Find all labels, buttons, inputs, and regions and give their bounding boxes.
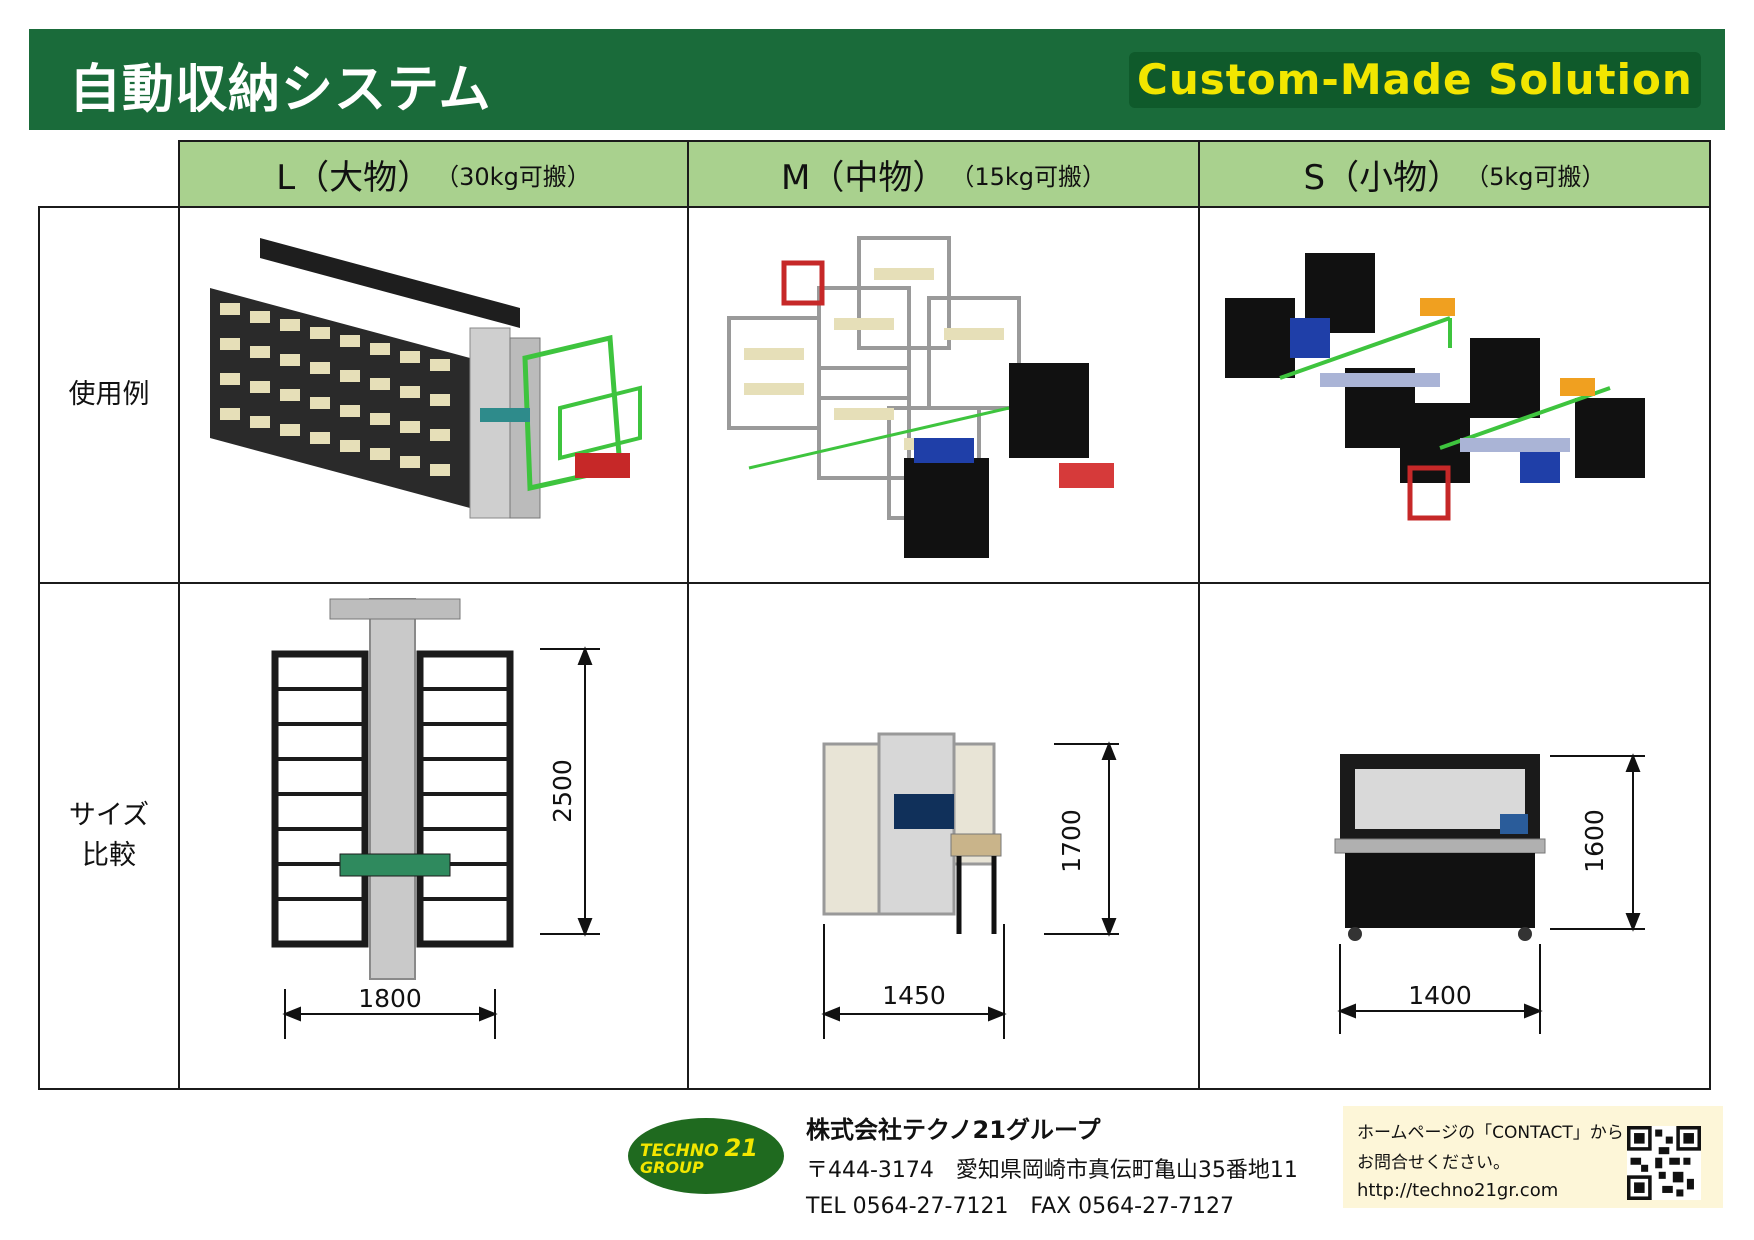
column-capacity: （30kg可搬） <box>435 162 591 191</box>
qr-code-icon[interactable] <box>1627 1126 1701 1200</box>
contact-box: ホームページの「CONTACT」から お問合せください。 http://tech… <box>1343 1106 1723 1208</box>
row-label-text: サイズ <box>68 800 150 831</box>
size-diagram-s <box>1334 753 1645 1034</box>
column-header-s: S（小物）（5kg可搬） <box>1198 140 1711 208</box>
usage-image-s <box>1198 206 1711 584</box>
size-image-m: 1450 1700 <box>687 582 1200 1090</box>
techno21-logo: TECHNO 21 GROUP <box>626 1116 786 1196</box>
size-image-s: 1400 1600 <box>1198 582 1711 1090</box>
row-label-text: 使用例 <box>68 379 150 410</box>
medium-storage-rack-illustration <box>727 236 1114 558</box>
column-header-m: M（中物）（15kg可搬） <box>687 140 1200 208</box>
row-label-size: サイズ比較 <box>38 582 180 1090</box>
height-label-m: 1700 <box>1057 809 1086 873</box>
footer: TECHNO 21 GROUP 株式会社テクノ21グループ 〒444-3174 … <box>0 1100 1754 1240</box>
page-header: 自動収納システム Custom-Made Solution <box>29 29 1725 130</box>
website-link[interactable]: http://techno21gr.com <box>1357 1180 1559 1201</box>
row-label-usage: 使用例 <box>38 206 180 584</box>
column-header-l: L（大物）（30kg可搬） <box>178 140 689 208</box>
small-storage-system-illustration <box>1225 253 1645 521</box>
custom-made-badge: Custom-Made Solution <box>1129 52 1701 108</box>
logo-text: TECHNO <box>640 1141 719 1161</box>
company-phone: TEL 0564-27-7121 FAX 0564-27-7127 <box>806 1194 1235 1219</box>
contact-text: ホームページの「CONTACT」から <box>1357 1123 1624 1143</box>
width-label-l: 1800 <box>358 984 422 1013</box>
company-address: 〒444-3174 愛知県岡崎市真伝町亀山35番地11 <box>806 1158 1298 1183</box>
height-label-l: 2500 <box>548 759 577 823</box>
company-name: 株式会社テクノ21グループ <box>806 1116 1101 1144</box>
column-capacity: （15kg可搬） <box>950 162 1106 191</box>
height-label-s: 1600 <box>1580 809 1609 873</box>
usage-image-m <box>687 206 1200 584</box>
large-storage-rack-illustration <box>210 238 642 519</box>
comparison-table: L（大物）（30kg可搬） M（中物）（15kg可搬） S（小物）（5kg可搬）… <box>38 140 1711 1090</box>
size-diagram-m <box>821 732 1119 1039</box>
usage-image-l <box>178 206 689 584</box>
column-capacity: （5kg可搬） <box>1465 162 1606 191</box>
size-diagram-l <box>271 598 600 1039</box>
column-label: M（中物） <box>780 157 947 198</box>
contact-text: お問合せください。 <box>1357 1153 1510 1173</box>
row-label-text: 比較 <box>81 840 136 871</box>
logo-number: 21 <box>724 1134 758 1162</box>
column-label: L（大物） <box>276 157 432 198</box>
width-label-m: 1450 <box>882 981 946 1010</box>
page-title: 自動収納システム <box>69 60 492 120</box>
logo-text: GROUP <box>640 1158 704 1177</box>
column-label: S（小物） <box>1303 157 1462 198</box>
size-image-l: 1800 2500 <box>178 582 689 1090</box>
width-label-s: 1400 <box>1408 981 1472 1010</box>
